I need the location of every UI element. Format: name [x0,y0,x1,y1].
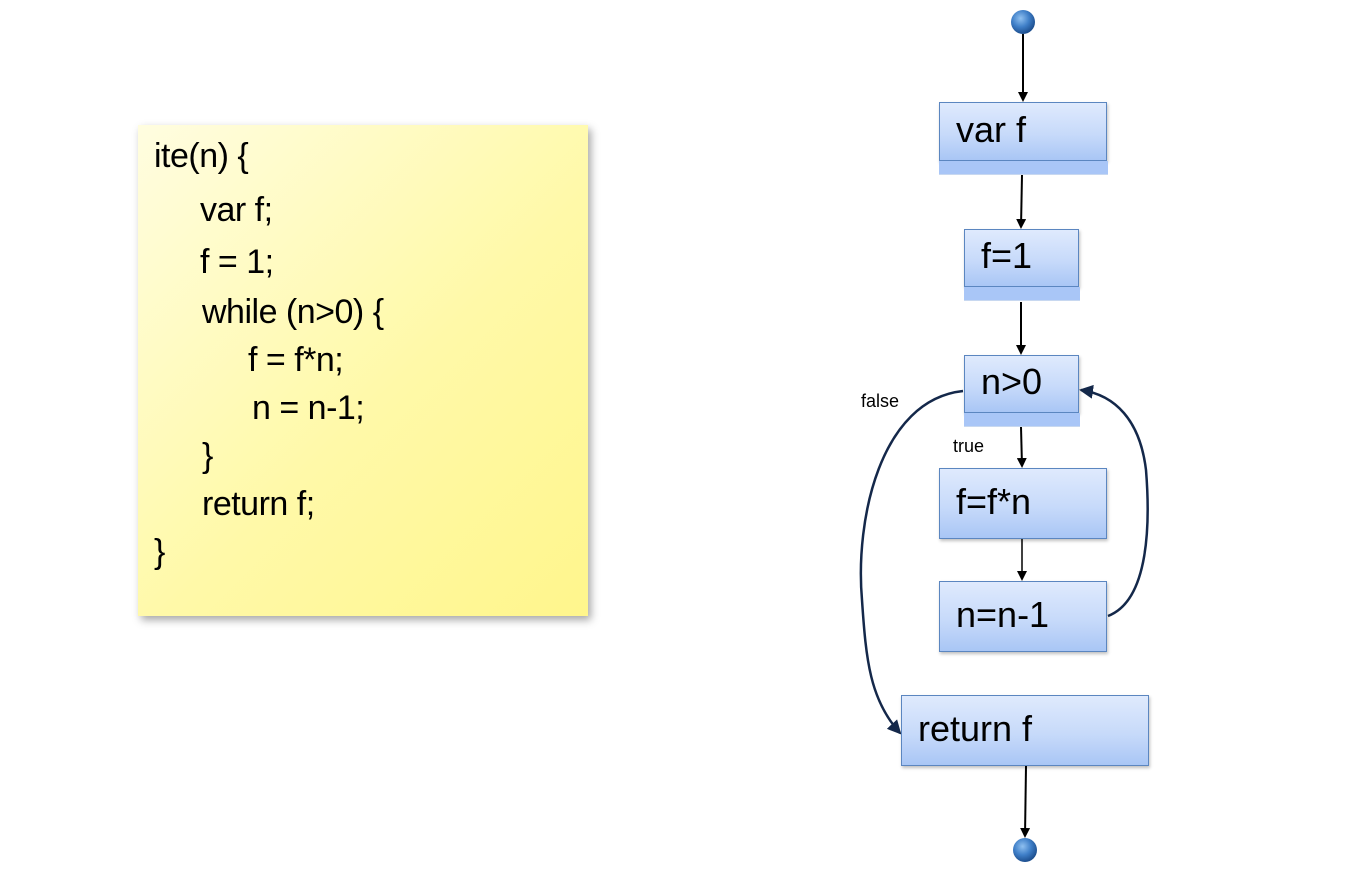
node-return-label: return f [918,707,1033,749]
node-multiply: f=f*n [939,468,1107,539]
code-line-declare: var f; [200,191,273,229]
node-var-f-label: var f [956,108,1027,150]
edge-cond-false [859,389,964,735]
code-line-close: } [154,533,165,571]
node-f-eq-1: f=1 [963,229,1080,301]
edge-cond-true [1016,426,1027,468]
end-node [1013,838,1037,862]
edge-var-f-to-f-eq-1 [1016,174,1027,229]
edge-label-true: true [953,436,985,456]
node-var-f: var f [938,102,1108,175]
node-decrement-label: n=n-1 [956,593,1050,635]
node-multiply-label: f=f*n [956,480,1032,522]
node-return: return f [901,695,1149,766]
edge-ret-to-end [1020,765,1031,838]
code-line-multiply: f = f*n; [248,341,344,379]
edge-loop-back [1079,384,1149,618]
node-condition: n>0 [963,355,1080,427]
edge-label-false: false [861,391,900,411]
code-line-while-close: } [202,437,213,475]
node-decrement: n=n-1 [939,581,1107,652]
code-line-return: return f; [202,485,315,523]
code-line-while: while (n>0) { [202,293,384,331]
code-line-decrement: n = n-1; [252,389,365,427]
code-note: ite(n) { var f; f = 1; while (n>0) { f =… [138,125,588,616]
node-f-eq-1-label: f=1 [981,235,1033,276]
code-line-init: f = 1; [200,243,274,281]
start-node [1011,10,1035,34]
code-line-signature: ite(n) { [154,137,249,175]
node-condition-label: n>0 [981,361,1043,402]
